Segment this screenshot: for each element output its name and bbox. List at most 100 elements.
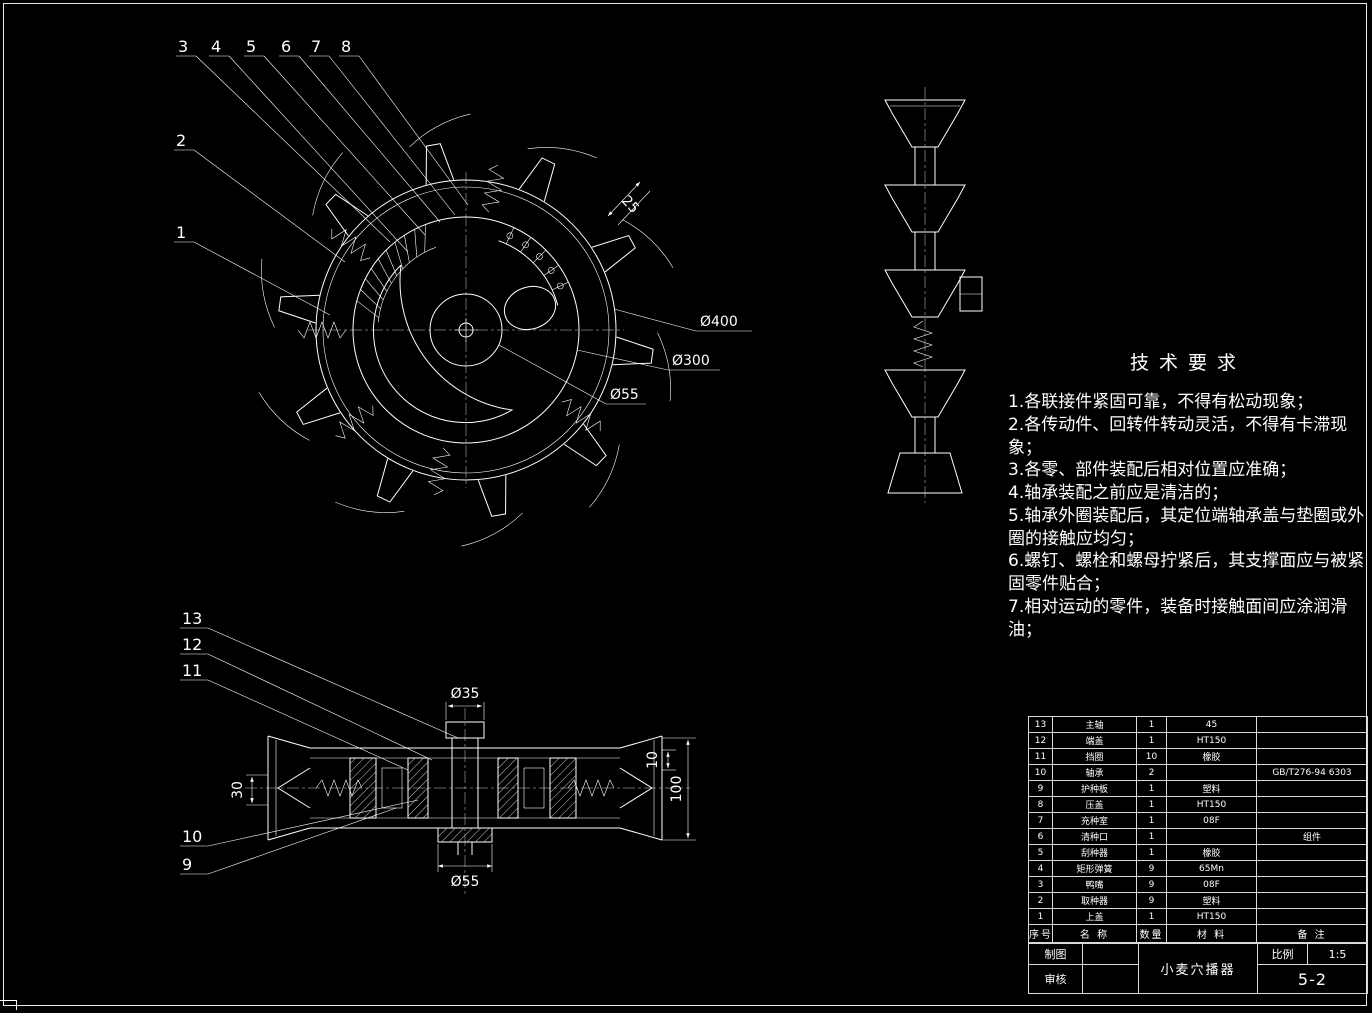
bom-remark xyxy=(1256,908,1368,925)
bom-name: 刮种器 xyxy=(1052,844,1137,861)
bom-qty: 2 xyxy=(1136,764,1167,781)
bom-no: 10 xyxy=(1028,764,1053,781)
dim-d400: Ø400 xyxy=(700,314,738,330)
bom-qty: 1 xyxy=(1136,732,1167,749)
bom-name: 挡圈 xyxy=(1052,748,1137,765)
bom-material: HT150 xyxy=(1166,732,1257,749)
bom-no: 4 xyxy=(1028,860,1053,877)
dim-10: 10 xyxy=(645,751,661,769)
tech-requirement-item: 3.各零、部件装配后相对位置应准确； xyxy=(1008,460,1297,481)
dim-d35: Ø35 xyxy=(451,686,480,702)
bom-material: 塑料 xyxy=(1166,892,1257,909)
side-view-drawing xyxy=(884,87,983,503)
bom-name: 护种板 xyxy=(1052,780,1137,797)
bom-qty: 1 xyxy=(1136,828,1167,845)
bom-no: 7 xyxy=(1028,812,1053,829)
tech-requirement-item: 5.轴承外圈装配后，其定位端轴承盖与垫圈或外圈的接触应均匀； xyxy=(1008,505,1365,549)
title-block: 制图 小麦穴播器 比例 1:5 审核 5-2 xyxy=(1028,943,1368,994)
bom-no: 13 xyxy=(1028,716,1053,733)
bom-no: 9 xyxy=(1028,780,1053,797)
bucket-stack xyxy=(884,99,966,494)
dim-d300: Ø300 xyxy=(672,353,710,369)
bom-remark xyxy=(1256,876,1368,893)
bom-header-name: 名 称 xyxy=(1052,924,1137,943)
bom-no: 1 xyxy=(1028,908,1053,925)
callout-4: 4 xyxy=(211,37,221,56)
signature-cell xyxy=(1082,943,1139,965)
bom-qty: 1 xyxy=(1136,844,1167,861)
front-callouts: 3 4 5 6 7 8 2 1 xyxy=(174,37,469,316)
tech-requirement-item: 1.各联接件紧固可靠，不得有松动现象； xyxy=(1008,392,1314,412)
bom-name: 上盖 xyxy=(1052,908,1137,925)
bom-material: 08F xyxy=(1166,812,1257,829)
bom-no: 12 xyxy=(1028,732,1053,749)
bom-qty: 10 xyxy=(1136,748,1167,765)
bom-no: 5 xyxy=(1028,844,1053,861)
front-view-drawing: 3 4 5 6 7 8 2 1 Ø400 Ø300 Ø55 2 5 xyxy=(174,37,752,547)
bom-header-row: 序号 名 称 数量 材 料 备 注 xyxy=(1028,924,1368,943)
tech-requirement-item: 2.各传动件、回转件转动灵活，不得有卡滞现象； xyxy=(1008,414,1348,458)
drawn-by-label: 制图 xyxy=(1028,943,1083,965)
bom-material: 橡胶 xyxy=(1166,748,1257,765)
wheel-hatched-segment xyxy=(356,224,437,323)
bom-no: 3 xyxy=(1028,876,1053,893)
bom-name: 端盖 xyxy=(1052,732,1137,749)
bom-material xyxy=(1166,828,1257,845)
bom-remark xyxy=(1256,732,1368,749)
bom-no: 11 xyxy=(1028,748,1053,765)
springs xyxy=(297,164,601,496)
bom-material: 塑料 xyxy=(1166,780,1257,797)
callout-9: 9 xyxy=(182,855,192,874)
callout-10: 10 xyxy=(182,827,202,846)
bom-material: HT150 xyxy=(1166,796,1257,813)
drawing-number: 5-2 xyxy=(1257,964,1368,994)
tech-requirements: 技术要求 1.各联接件紧固可靠，不得有松动现象； 2.各传动件、回转件转动灵活，… xyxy=(1008,348,1368,641)
bom-material: 45 xyxy=(1166,716,1257,733)
section-view-drawing: Ø35 Ø55 30 10 100 13 12 11 10 9 xyxy=(180,609,696,895)
bom-no: 8 xyxy=(1028,796,1053,813)
bom-header-remark: 备 注 xyxy=(1256,924,1368,943)
bom-material: 08F xyxy=(1166,876,1257,893)
duckbill-openers xyxy=(258,113,674,547)
bom-material: 橡胶 xyxy=(1166,844,1257,861)
scale-label: 比例 xyxy=(1257,943,1308,965)
bom-remark xyxy=(1256,780,1368,797)
callout-2: 2 xyxy=(176,131,186,150)
sheet-corner-mark xyxy=(0,1000,17,1010)
bom-qty: 1 xyxy=(1136,716,1167,733)
signature-cell xyxy=(1082,964,1139,994)
callout-8: 8 xyxy=(341,37,351,56)
bom-header-material: 材 料 xyxy=(1166,924,1257,943)
bom-material: 65Mn xyxy=(1166,860,1257,877)
callout-6: 6 xyxy=(281,37,291,56)
bom-header-qty: 数量 xyxy=(1136,924,1167,943)
wheel-body xyxy=(315,179,617,481)
tech-requirement-item: 7.相对运动的零件，装备时接触面间应涂润滑油； xyxy=(1008,596,1348,640)
tech-requirement-item: 6.螺钉、螺栓和螺母拧紧后，其支撑面应与被紧固零件贴合； xyxy=(1008,551,1365,595)
callout-5: 5 xyxy=(246,37,256,56)
bom-name: 鸭嘴 xyxy=(1052,876,1137,893)
dim-d55-section: Ø55 xyxy=(451,874,480,890)
bom-qty: 1 xyxy=(1136,812,1167,829)
dim-d55: Ø55 xyxy=(610,387,639,403)
callout-11: 11 xyxy=(182,661,202,680)
side-spring xyxy=(913,320,933,368)
bom-remark xyxy=(1256,748,1368,765)
bom-name: 清种口 xyxy=(1052,828,1137,845)
bom-qty: 9 xyxy=(1136,876,1167,893)
bom-remark: GB/T276-94 6303 xyxy=(1256,764,1368,781)
bom-header-no: 序号 xyxy=(1028,924,1053,943)
part-name: 小麦穴播器 xyxy=(1138,943,1258,994)
checked-by-label: 审核 xyxy=(1028,964,1083,994)
tech-requirements-title: 技术要求 xyxy=(1129,352,1246,374)
bom-name: 轴承 xyxy=(1052,764,1137,781)
